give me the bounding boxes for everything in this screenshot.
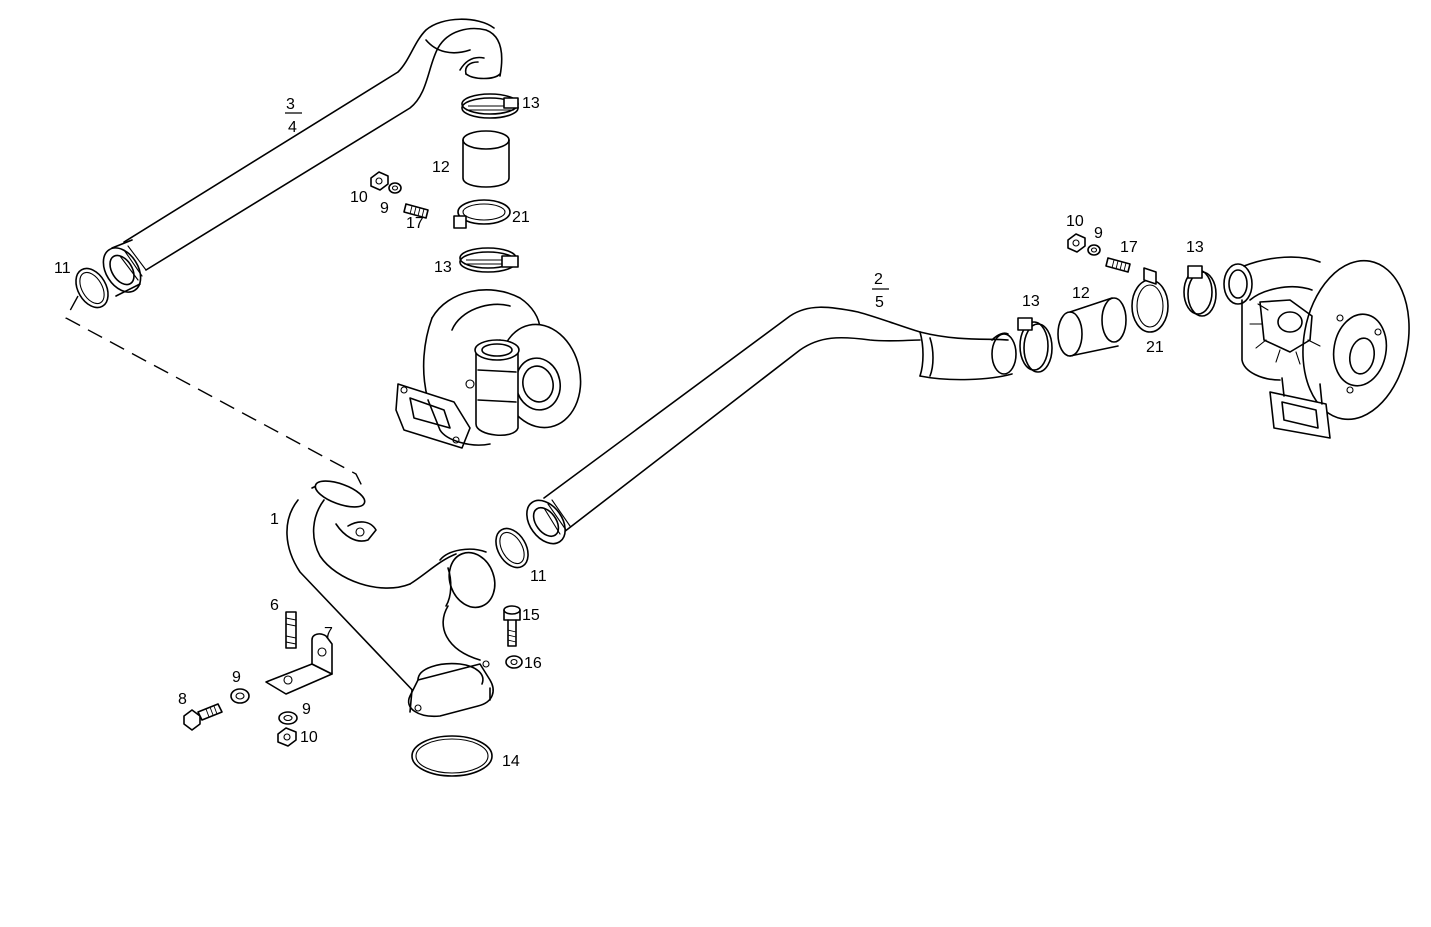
part-label-21-right: 21	[1146, 339, 1164, 356]
part-label-8: 8	[178, 691, 187, 708]
stud-6	[285, 611, 297, 649]
o-ring-11-upper	[75, 267, 109, 309]
sleeve-12-right	[1057, 297, 1127, 357]
part-label-14: 14	[502, 753, 520, 770]
hose-clamp-13-upper	[461, 93, 519, 119]
part-label-15: 15	[522, 607, 540, 624]
part-label-13-upper-a: 13	[522, 95, 540, 112]
bolt-8	[183, 703, 223, 731]
bolt-15	[503, 605, 521, 647]
bracket-7	[265, 633, 333, 695]
part-label-21-upper: 21	[512, 209, 530, 226]
nut-10-upper	[370, 171, 389, 191]
hose-clamp-13-right-a	[1017, 317, 1053, 373]
reference-dashed-line	[65, 295, 363, 487]
part-label-6: 6	[270, 597, 279, 614]
part-label-11-middle: 11	[530, 568, 547, 585]
nut-10-lower	[277, 727, 297, 747]
part-label-12-upper: 12	[432, 159, 450, 176]
pipe-3-4	[102, 18, 503, 297]
washer-16	[505, 655, 523, 669]
part-label-13-right-b: 13	[1186, 239, 1204, 256]
part-label-9-right: 9	[1094, 225, 1103, 242]
y-pipe-1	[286, 480, 496, 718]
part-label-10-right: 10	[1066, 213, 1084, 230]
hose-clamp-13-right-b	[1183, 265, 1217, 317]
gasket-ring-14	[411, 735, 493, 777]
washer-9-lower	[278, 711, 298, 725]
part-label-10-lower: 10	[300, 729, 318, 746]
part-label-17-right: 17	[1120, 239, 1138, 256]
o-ring-11-middle	[495, 527, 529, 569]
part-label-9-lower: 9	[302, 701, 311, 718]
part-label-5: 5	[875, 294, 884, 311]
washer-9-right	[1087, 244, 1101, 256]
hose-clamp-13-upper-b	[459, 247, 519, 273]
turbocharger-right	[1223, 256, 1410, 439]
pipe-2-5	[526, 306, 1017, 545]
part-label-10-upper: 10	[350, 189, 368, 206]
fraction-label-2-5: 2 5	[872, 271, 889, 311]
part-label-11-upper: 11	[54, 260, 71, 277]
stud-17-right	[1105, 257, 1131, 273]
nut-10-right	[1067, 233, 1086, 253]
part-label-9-upper: 9	[380, 200, 389, 217]
part-label-12-right: 12	[1072, 285, 1090, 302]
washer-9-upper	[388, 182, 402, 194]
part-label-4: 4	[288, 119, 297, 136]
part-label-17-upper: 17	[406, 215, 424, 232]
part-label-2: 2	[874, 271, 883, 288]
band-clamp-21-upper	[453, 199, 511, 229]
sleeve-12-upper	[462, 130, 510, 188]
part-label-3: 3	[286, 96, 295, 113]
turbocharger-center	[395, 289, 582, 449]
fraction-label-3-4: 3 4	[285, 96, 302, 136]
band-clamp-21-right	[1131, 267, 1169, 333]
part-label-13-right-a: 13	[1022, 293, 1040, 310]
part-label-13-upper-b: 13	[434, 259, 452, 276]
part-label-7: 7	[324, 625, 333, 642]
washer-9-lower-left	[230, 688, 250, 704]
part-label-16: 16	[524, 655, 542, 672]
stud-17-upper	[403, 203, 429, 219]
part-label-1: 1	[270, 511, 279, 528]
part-label-9-lower-left: 9	[232, 669, 241, 686]
